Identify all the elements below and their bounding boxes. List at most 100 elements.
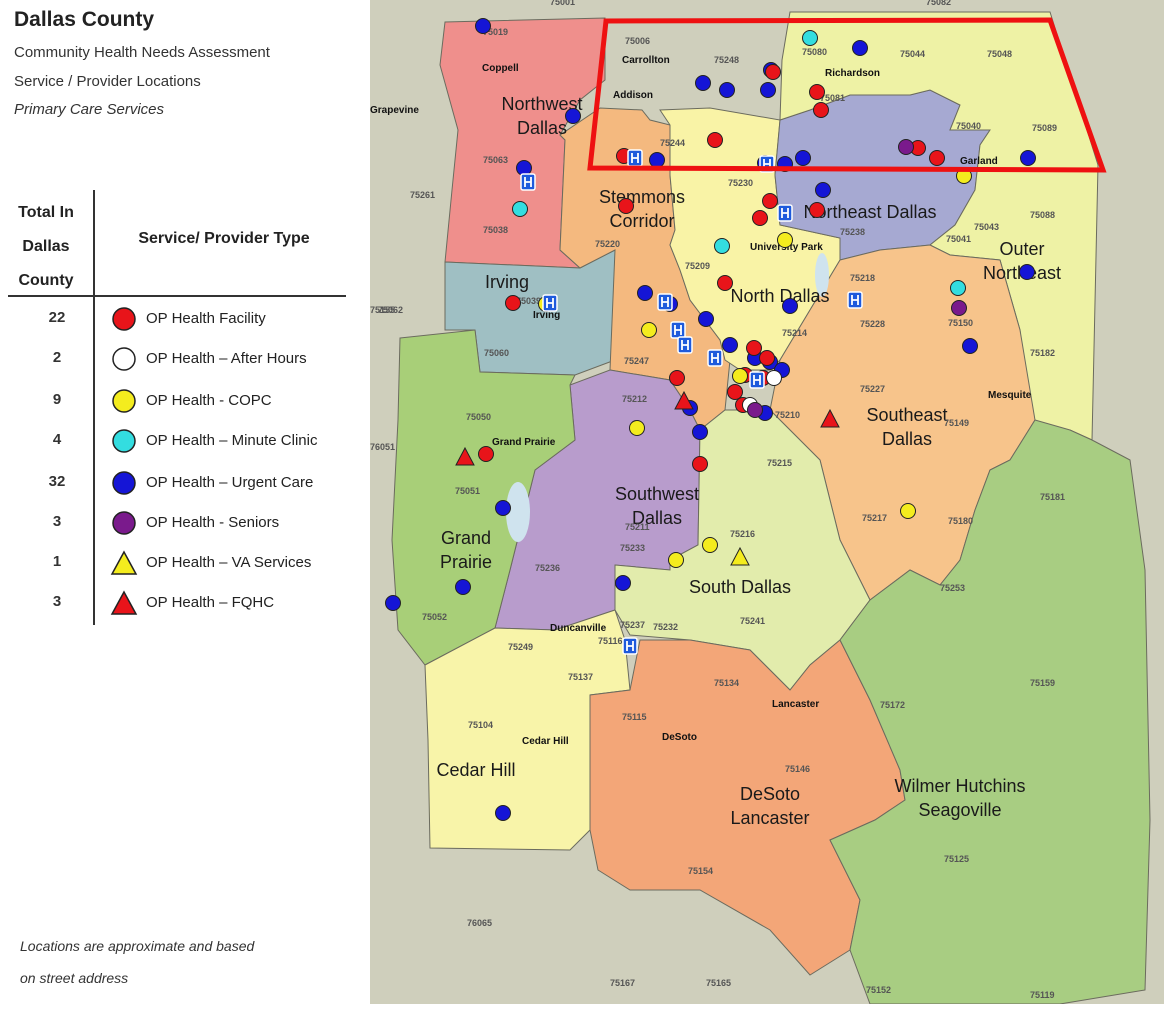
provider-marker-op-health-facility[interactable] xyxy=(692,456,708,472)
provider-marker-op-health-urgent-care[interactable] xyxy=(815,182,831,198)
provider-marker-op-health-facility[interactable] xyxy=(809,84,825,100)
zip-label: 75233 xyxy=(620,543,645,553)
region-label: Northwest xyxy=(501,94,582,114)
provider-marker-op-health-copc[interactable] xyxy=(777,232,793,248)
provider-marker-op-health-urgent-care[interactable] xyxy=(495,500,511,516)
provider-marker-op-health-urgent-care[interactable] xyxy=(649,152,665,168)
provider-marker-op-health-urgent-care[interactable] xyxy=(962,338,978,354)
provider-marker-op-health-copc[interactable] xyxy=(702,537,718,553)
zip-label: 75081 xyxy=(820,93,845,103)
hospital-icon[interactable] xyxy=(677,336,693,354)
provider-marker-op-health-copc[interactable] xyxy=(900,503,916,519)
zip-label: 75080 xyxy=(802,47,827,57)
provider-marker-op-health-facility[interactable] xyxy=(759,350,775,366)
provider-marker-op-health-urgent-care[interactable] xyxy=(615,575,631,591)
zip-label: 75119 xyxy=(1030,990,1055,1000)
provider-marker-op-health-facility[interactable] xyxy=(813,102,829,118)
provider-marker-op-health-urgent-care[interactable] xyxy=(495,805,511,821)
provider-marker-op-health-va-services[interactable] xyxy=(730,546,750,566)
provider-marker-op-health-minute-clinic[interactable] xyxy=(512,201,528,217)
hospital-icon[interactable] xyxy=(520,173,536,191)
provider-marker-op-health-urgent-care[interactable] xyxy=(719,82,735,98)
provider-marker-op-health-urgent-care[interactable] xyxy=(565,108,581,124)
provider-marker-op-health-facility[interactable] xyxy=(717,275,733,291)
legend-panel: Dallas County Community Health Needs Ass… xyxy=(0,0,370,1004)
provider-marker-op-health-facility[interactable] xyxy=(752,210,768,226)
hospital-icon[interactable] xyxy=(542,294,558,312)
hospital-icon[interactable] xyxy=(627,149,643,167)
zip-label: 75149 xyxy=(944,418,969,428)
provider-marker-op-health-facility[interactable] xyxy=(478,446,494,462)
provider-marker-op-health-urgent-care[interactable] xyxy=(455,579,471,595)
provider-marker-op-health-urgent-care[interactable] xyxy=(637,285,653,301)
provider-marker-op-health-seniors[interactable] xyxy=(951,300,967,316)
zip-label: 75006 xyxy=(625,36,650,46)
provider-marker-op-health-facility[interactable] xyxy=(505,295,521,311)
provider-marker-op-health-copc[interactable] xyxy=(641,322,657,338)
provider-marker-op-health-urgent-care[interactable] xyxy=(1019,264,1035,280)
provider-marker-op-health-urgent-care[interactable] xyxy=(692,424,708,440)
legend-label: OP Health – FQHC xyxy=(146,594,275,611)
hospital-icon[interactable] xyxy=(707,349,723,367)
provider-marker-op-health-facility[interactable] xyxy=(669,370,685,386)
region-label: Southeast xyxy=(866,405,947,425)
provider-marker-op-health-urgent-care[interactable] xyxy=(695,75,711,91)
provider-marker-op-health-urgent-care[interactable] xyxy=(385,595,401,611)
provider-marker-op-health-facility[interactable] xyxy=(765,64,781,80)
provider-marker-op-health-seniors[interactable] xyxy=(747,402,763,418)
zip-label: 75048 xyxy=(987,49,1012,59)
provider-marker-op-health-minute-clinic[interactable] xyxy=(802,30,818,46)
provider-marker-op-health-urgent-care[interactable] xyxy=(722,337,738,353)
provider-marker-op-health-urgent-care[interactable] xyxy=(698,311,714,327)
provider-marker-op-health-minute-clinic[interactable] xyxy=(950,280,966,296)
provider-marker-op-health-facility[interactable] xyxy=(746,340,762,356)
zip-label: 75060 xyxy=(484,348,509,358)
zip-label: 75241 xyxy=(740,616,765,626)
provider-marker-op-health-facility[interactable] xyxy=(762,193,778,209)
legend-count: 3 xyxy=(52,513,62,530)
provider-marker-op-health-urgent-care[interactable] xyxy=(795,150,811,166)
hospital-icon[interactable] xyxy=(622,637,638,655)
region-wilmer-hutchins-seagoville[interactable] xyxy=(829,419,1151,1005)
provider-marker-op-health-facility[interactable] xyxy=(618,198,634,214)
provider-marker-op-health-fqhc[interactable] xyxy=(455,446,475,466)
provider-marker-op-health-minute-clinic[interactable] xyxy=(714,238,730,254)
hospital-icon[interactable] xyxy=(749,371,765,389)
provider-marker-op-health-fqhc[interactable] xyxy=(820,408,840,428)
provider-marker-op-health-fqhc[interactable] xyxy=(674,390,694,410)
provider-marker-op-health-urgent-care[interactable] xyxy=(1020,150,1036,166)
provider-marker-op-health-facility[interactable] xyxy=(809,202,825,218)
provider-marker-op-health-copc[interactable] xyxy=(668,552,684,568)
legend-label: OP Health – Minute Clinic xyxy=(146,432,318,449)
provider-marker-op-health-facility[interactable] xyxy=(929,150,945,166)
provider-marker-op-health-seniors[interactable] xyxy=(898,139,914,155)
zip-label: 75172 xyxy=(880,700,905,710)
hospital-icon[interactable] xyxy=(657,293,673,311)
provider-marker-op-health-copc[interactable] xyxy=(629,420,645,436)
legend-label: OP Health - Seniors xyxy=(146,514,280,531)
provider-marker-op-health-urgent-care[interactable] xyxy=(760,82,776,98)
city-label: Cedar Hill xyxy=(522,736,569,747)
zip-label: 75167 xyxy=(610,978,635,988)
zip-label: 75249 xyxy=(508,642,533,652)
provider-marker-op-health-urgent-care[interactable] xyxy=(782,298,798,314)
provider-marker-op-health-urgent-care[interactable] xyxy=(852,40,868,56)
zip-label: 75180 xyxy=(948,516,973,526)
city-label: Addison xyxy=(613,90,653,101)
provider-marker-op-health-facility[interactable] xyxy=(727,384,743,400)
zip-label: 75137 xyxy=(568,672,593,682)
zip-label: 75134 xyxy=(714,678,739,688)
provider-marker-op-health-urgent-care[interactable] xyxy=(475,18,491,34)
hospital-icon[interactable] xyxy=(847,291,863,309)
provider-marker-op-health-copc[interactable] xyxy=(732,368,748,384)
provider-marker-op-health-facility[interactable] xyxy=(707,132,723,148)
provider-marker-op-health-after-hours[interactable] xyxy=(766,370,782,386)
city-label: Lancaster xyxy=(772,699,819,710)
hospital-icon[interactable] xyxy=(670,321,686,339)
hospital-icon[interactable] xyxy=(777,204,793,222)
